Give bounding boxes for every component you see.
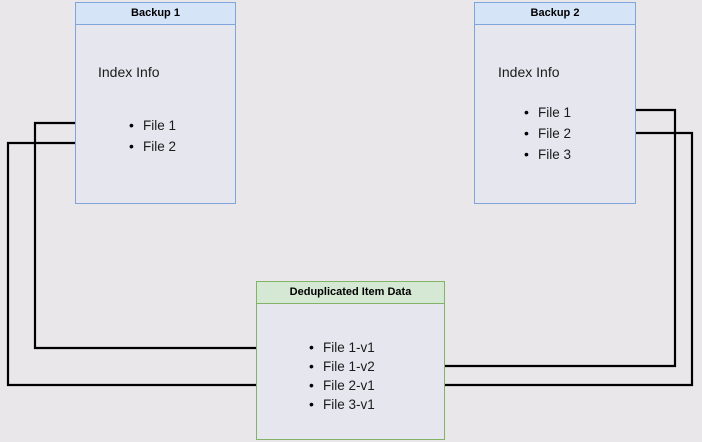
- backup-2-body: Index Info File 1 File 2 File 3: [475, 25, 635, 203]
- deduplicated-item-data-title: Deduplicated Item Data: [257, 282, 444, 304]
- list-item[interactable]: File 2: [524, 125, 571, 141]
- list-item[interactable]: File 2: [129, 138, 176, 154]
- list-item[interactable]: File 1: [524, 104, 571, 120]
- list-item[interactable]: File 1: [129, 117, 176, 133]
- backup-1-box[interactable]: Backup 1 Index Info File 1 File 2: [75, 2, 236, 204]
- backup-2-file-list: File 1 File 2 File 3: [524, 104, 571, 162]
- backup-2-index-label: Index Info: [498, 64, 560, 80]
- backup-2-title: Backup 2: [475, 3, 635, 25]
- list-item[interactable]: File 3-v1: [309, 396, 375, 412]
- list-item[interactable]: File 1-v1: [309, 339, 375, 355]
- list-item[interactable]: File 1-v2: [309, 358, 375, 374]
- backup-1-index-label: Index Info: [98, 64, 160, 80]
- deduplicated-item-data-box[interactable]: Deduplicated Item Data File 1-v1 File 1-…: [256, 281, 445, 440]
- backup-1-title: Backup 1: [76, 3, 235, 25]
- backup-2-box[interactable]: Backup 2 Index Info File 1 File 2 File 3: [474, 2, 636, 204]
- list-item[interactable]: File 2-v1: [309, 377, 375, 393]
- backup-1-body: Index Info File 1 File 2: [76, 25, 235, 203]
- dedup-file-list: File 1-v1 File 1-v2 File 2-v1 File 3-v1: [309, 339, 375, 412]
- deduplicated-item-data-body: File 1-v1 File 1-v2 File 2-v1 File 3-v1: [257, 304, 444, 439]
- list-item[interactable]: File 3: [524, 146, 571, 162]
- backup-1-file-list: File 1 File 2: [129, 117, 176, 154]
